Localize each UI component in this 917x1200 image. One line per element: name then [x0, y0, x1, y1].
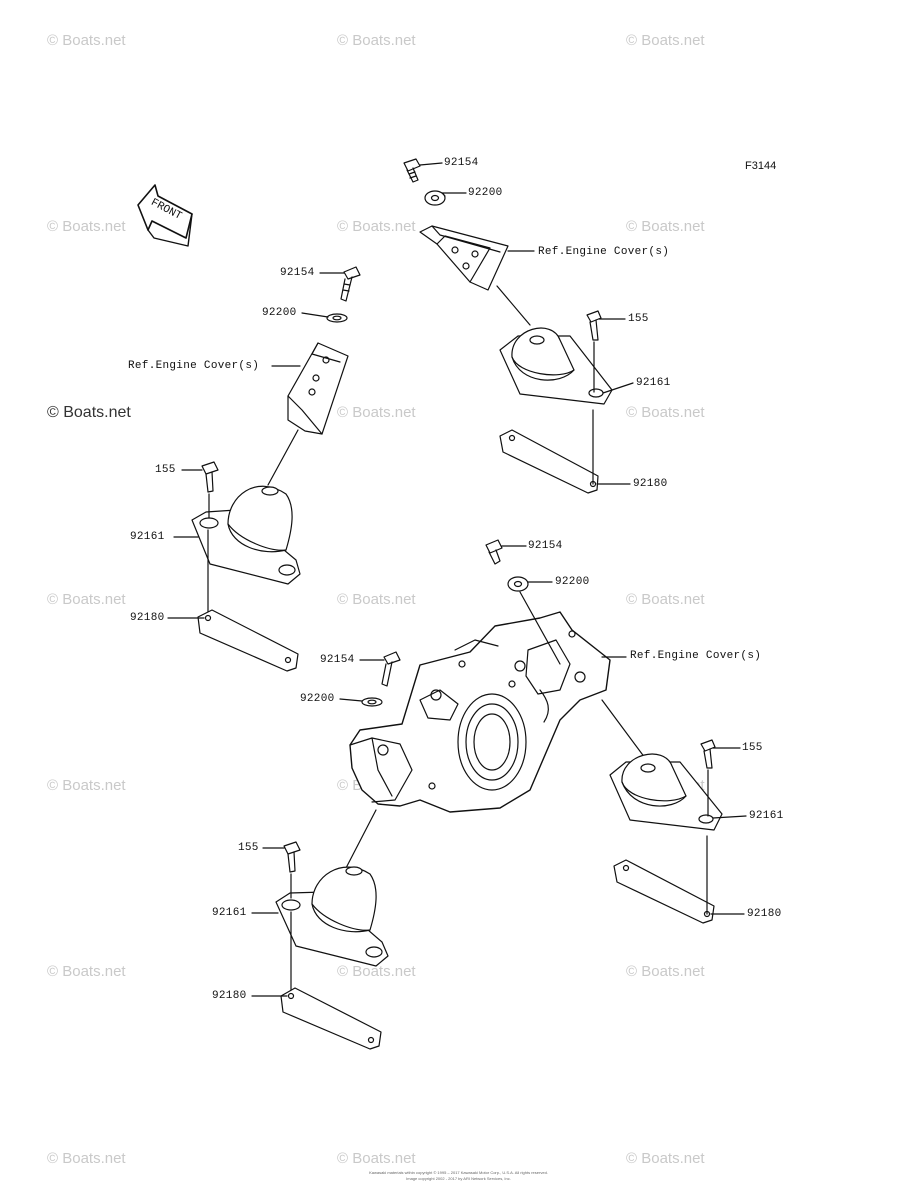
part-label-92154: 92154	[444, 157, 479, 169]
part-label-92154: 92154	[528, 540, 563, 552]
watermark: © Boats.net	[47, 32, 126, 49]
part-label-92200: 92200	[555, 576, 590, 588]
bolt-155-left	[201, 461, 219, 493]
bolt-92154-center-top	[485, 539, 503, 565]
bolt-92154-center-left	[381, 651, 401, 687]
engine-mount-92161-bottom-right	[609, 753, 723, 831]
engine-mount-92161-left	[191, 485, 301, 585]
watermark: © Boats.net	[47, 591, 126, 608]
part-label-155: 155	[628, 313, 649, 325]
engine-mount-92161-top	[499, 327, 613, 405]
engine-mount-92161-bottom-left	[275, 866, 389, 967]
part-label-92161: 92161	[636, 377, 671, 389]
part-label-155: 155	[155, 464, 176, 476]
watermark: © Boats.net	[337, 963, 416, 980]
ref-engine-cover-label: Ref.Engine Cover(s)	[630, 650, 762, 662]
bolt-92154-top	[403, 158, 421, 183]
plate-92180-left	[197, 609, 299, 672]
watermark-strong: © Boats.net	[47, 404, 131, 421]
part-label-155: 155	[742, 742, 763, 754]
part-label-92180: 92180	[633, 478, 668, 490]
washer-92200-top	[424, 190, 446, 206]
washer-92200-center-left	[361, 697, 383, 707]
bolt-92154-left	[340, 266, 361, 302]
figure-code: F3144	[745, 160, 777, 172]
plate-92180-bottom-left	[280, 987, 382, 1050]
copyright-line: Image copyright 2002 - 2017 by ARI Netwo…	[406, 1176, 511, 1181]
part-label-92200: 92200	[262, 307, 297, 319]
part-label-155: 155	[238, 842, 259, 854]
plate-92180-bottom-right	[613, 859, 715, 924]
plate-92180-top	[499, 429, 599, 494]
watermark: © Boats.net	[626, 591, 705, 608]
ref-engine-cover-label: Ref.Engine Cover(s)	[128, 360, 260, 372]
bracket-engine-cover-top	[419, 225, 509, 291]
watermark: © Boats.net	[337, 591, 416, 608]
part-label-92180: 92180	[130, 612, 165, 624]
watermark: © Boats.net	[626, 32, 705, 49]
part-label-92200: 92200	[300, 693, 335, 705]
watermark: © Boats.net	[626, 1150, 705, 1167]
watermark: © Boats.net	[626, 963, 705, 980]
watermark: © Boats.net	[47, 963, 126, 980]
front-arrow-icon: FRONT	[137, 184, 193, 247]
watermark: © Boats.net	[626, 404, 705, 421]
watermark: © Boats.net	[337, 32, 416, 49]
watermark: © Boats.net	[47, 218, 126, 235]
watermark: © Boats.net	[337, 218, 416, 235]
watermark: © Boats.net	[626, 218, 705, 235]
part-label-92161: 92161	[130, 531, 165, 543]
part-label-92161: 92161	[749, 810, 784, 822]
watermark: © Boats.net	[337, 1150, 416, 1167]
engine-cover-housing	[349, 611, 611, 813]
washer-92200-left	[326, 313, 348, 323]
ref-engine-cover-label: Ref.Engine Cover(s)	[538, 246, 670, 258]
watermark: © Boats.net	[47, 1150, 126, 1167]
bolt-155-bottom-right	[700, 739, 716, 769]
watermark: © Boats.net	[337, 404, 416, 421]
part-label-92154: 92154	[320, 654, 355, 666]
bolt-155-bottom-left	[283, 841, 301, 873]
copyright-line: Kawasaki materials within copyright © 19…	[369, 1170, 548, 1175]
washer-92200-center-top	[507, 576, 529, 592]
watermark: © Boats.net	[47, 777, 126, 794]
part-label-92161: 92161	[212, 907, 247, 919]
part-label-92180: 92180	[212, 990, 247, 1002]
bracket-engine-cover-left	[287, 342, 349, 435]
bolt-155-top	[586, 310, 602, 341]
part-label-92154: 92154	[280, 267, 315, 279]
part-label-92200: 92200	[468, 187, 503, 199]
part-label-92180: 92180	[747, 908, 782, 920]
